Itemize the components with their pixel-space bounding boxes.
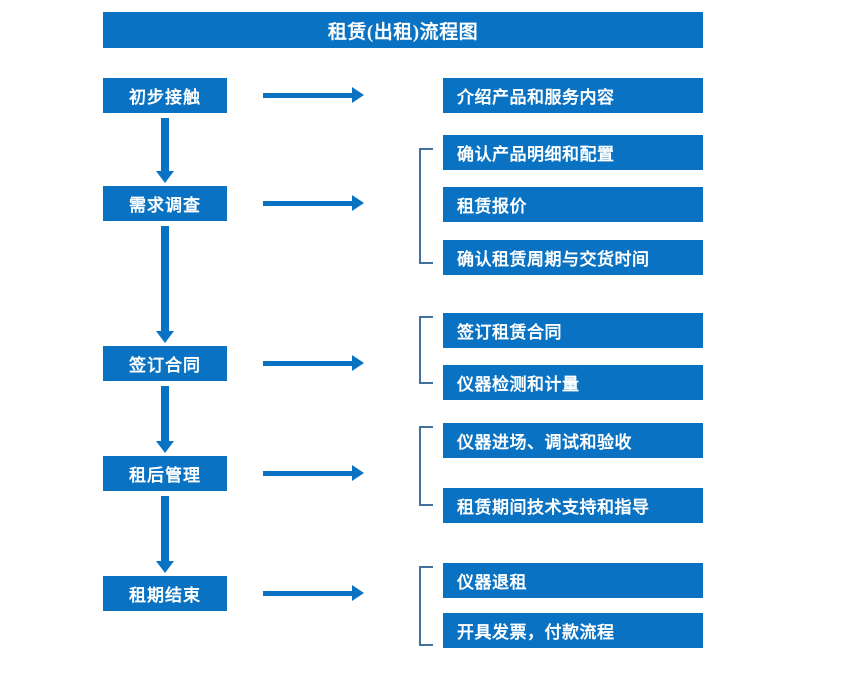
detail-box-4[interactable]: 确认租赁周期与交货时间: [443, 240, 703, 275]
bracket-icon-group-5: [419, 566, 433, 646]
page-title: 租赁(出租)流程图: [103, 12, 703, 48]
down-arrow-icon-3: [156, 386, 174, 453]
right-arrow-icon-5: [263, 585, 364, 601]
detail-box-8[interactable]: 租赁期间技术支持和指导: [443, 488, 703, 523]
bracket-icon-group-3: [419, 316, 433, 384]
detail-box-10[interactable]: 开具发票，付款流程: [443, 613, 703, 648]
stage-box-1[interactable]: 初步接触: [103, 78, 227, 113]
stage-box-2[interactable]: 需求调查: [103, 186, 227, 221]
detail-box-5[interactable]: 签订租赁合同: [443, 313, 703, 348]
detail-box-2[interactable]: 确认产品明细和配置: [443, 135, 703, 170]
detail-box-1[interactable]: 介绍产品和服务内容: [443, 78, 703, 113]
stage-box-4[interactable]: 租后管理: [103, 456, 227, 491]
right-arrow-icon-3: [263, 355, 364, 371]
detail-box-9[interactable]: 仪器退租: [443, 563, 703, 598]
down-arrow-icon-2: [156, 226, 174, 343]
detail-box-6[interactable]: 仪器检测和计量: [443, 365, 703, 400]
bracket-icon-group-4: [419, 426, 433, 506]
detail-box-3[interactable]: 租赁报价: [443, 187, 703, 222]
bracket-icon-group-2: [419, 148, 433, 264]
down-arrow-icon-1: [156, 118, 174, 183]
down-arrow-icon-4: [156, 496, 174, 573]
right-arrow-icon-1: [263, 87, 364, 103]
detail-box-7[interactable]: 仪器进场、调试和验收: [443, 423, 703, 458]
right-arrow-icon-4: [263, 465, 364, 481]
right-arrow-icon-2: [263, 195, 364, 211]
stage-box-5[interactable]: 租期结束: [103, 576, 227, 611]
stage-box-3[interactable]: 签订合同: [103, 346, 227, 381]
